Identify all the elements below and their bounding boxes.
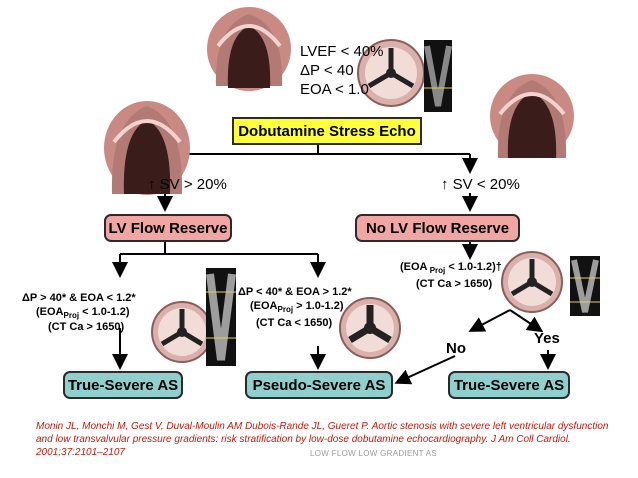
heart-lv-illustration-top — [207, 7, 291, 91]
true-severe-as-left-box: True-Severe AS — [63, 371, 183, 399]
mid-criteria-line3: (CT Ca < 1650) — [256, 317, 333, 329]
aortic-valve-illustration-middle — [339, 297, 401, 359]
right-eoa-label: (EOA — [400, 261, 428, 273]
left-eoa-range: < 1.0-1.2) — [79, 306, 130, 318]
pseudo-severe-as-box: Pseudo-Severe AS — [245, 371, 393, 399]
mid-criteria-line1: ΔP < 40* & EOA > 1.2* — [238, 286, 352, 298]
left-criteria-line2: (EOAProj < 1.0-1.2) — [36, 305, 130, 323]
sv-increase-high: ↑ SV > 20% — [148, 176, 227, 193]
right-eoa-sub: Proj — [427, 266, 446, 276]
aortic-valve-illustration-left — [151, 301, 213, 363]
right-criteria-line2: (CT Ca > 1650) — [416, 278, 493, 290]
dobutamine-stress-echo-box: Dobutamine Stress Echo — [232, 117, 422, 145]
eoa-criterion: EOA < 1.0 — [300, 81, 369, 98]
mid-criteria-line2: (EOAProj > 1.0-1.2) — [250, 299, 344, 317]
left-eoa-label: (EOA — [36, 306, 64, 318]
doppler-strip-right — [570, 256, 600, 316]
doppler-strip-top — [424, 40, 452, 112]
right-criteria-line1: (EOA Proj < 1.0-1.2)† — [400, 260, 502, 278]
pressure-gradient-criterion: ΔP < 40 — [300, 62, 354, 79]
right-eoa-range: < 1.0-1.2)† — [445, 261, 502, 273]
left-eoa-sub: Proj — [63, 311, 80, 321]
aortic-valve-illustration-right — [501, 251, 563, 313]
heart-lv-illustration-right — [490, 74, 574, 158]
left-criteria-line3: (CT Ca > 1650) — [48, 321, 125, 333]
decision-no-label: No — [446, 340, 466, 357]
true-severe-as-right-box: True-Severe AS — [448, 371, 570, 399]
lvef-criterion: LVEF < 40% — [300, 43, 384, 60]
decision-yes-label: Yes — [534, 330, 560, 347]
footer-label: LOW FLOW LOW GRADIENT AS — [310, 449, 438, 458]
sv-increase-low: ↑ SV < 20% — [441, 176, 520, 193]
heart-lv-illustration-left — [104, 101, 190, 195]
doppler-strip-left — [206, 268, 236, 366]
aortic-valve-illustration-top — [357, 39, 425, 107]
mid-eoa-range: > 1.0-1.2) — [293, 300, 344, 312]
left-criteria-line1: ΔP > 40* & EOA < 1.2* — [22, 292, 136, 304]
no-lv-flow-reserve-box: No LV Flow Reserve — [355, 214, 520, 242]
mid-eoa-label: (EOA — [250, 300, 278, 312]
citation-text: Monin JL, Monchi M, Gest V, Duval-Moulin… — [36, 421, 609, 458]
lv-flow-reserve-box: LV Flow Reserve — [104, 214, 232, 242]
mid-eoa-sub: Proj — [277, 305, 294, 315]
